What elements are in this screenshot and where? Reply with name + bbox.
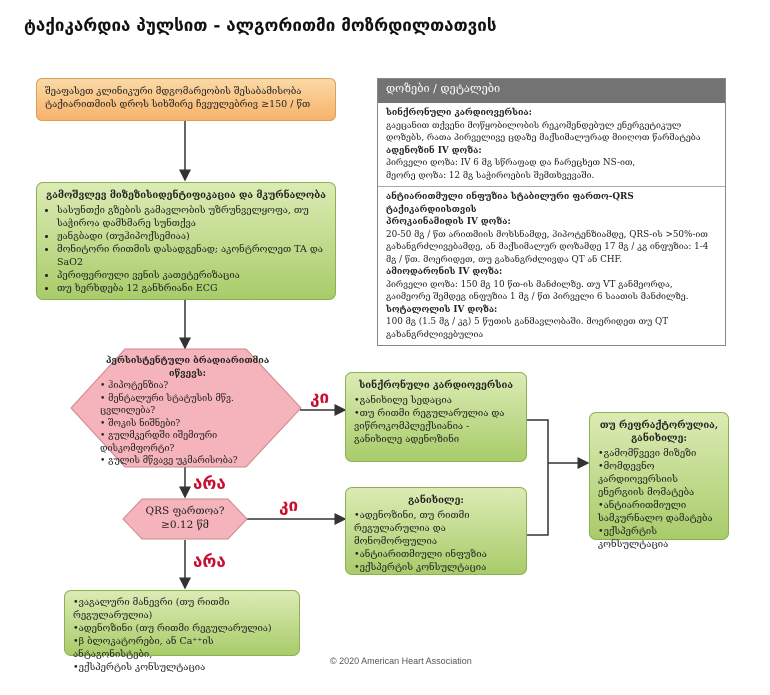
- dose-text: 100 მგ (1.5 მგ / კგ) 5 წუთის განმავლობაშ…: [386, 317, 669, 340]
- dose-text: გაეცანით თქვენი მოწყობილობის რეკომენდებუ…: [386, 120, 701, 144]
- vagal-item: •ადენოზინი (თუ რითმი რეგულარულია): [73, 623, 272, 634]
- vagal-item: •β ბლოკატორები, ან Ca⁺⁺ის ანტაგონისტები,: [73, 636, 214, 660]
- vagal-box: •ვაგალური მანევრი (თუ რითმი რეგულარულია)…: [64, 590, 300, 673]
- dose-title: ამიოდარონის IV დოზა:: [386, 267, 503, 277]
- vagal-item: •ვაგალური მანევრი (თუ რითმი რეგულარულია): [73, 597, 230, 621]
- dose-title: პროკაინამიდის IV დოზა:: [386, 217, 511, 227]
- dose-text: მეორე დოზა: 12 მგ საჭიროების შემთხვევაში…: [386, 170, 595, 181]
- no-label-2: არა: [193, 552, 226, 572]
- identify-item: თუ ხერხდება 12 განხრიანი ECG: [57, 282, 327, 295]
- refractory-box: თუ რეფრაქტორულია, განიხილე: •გამომწვევი …: [589, 412, 729, 550]
- vagal-item: •ექსპერტის კონსულტაცია: [73, 662, 206, 673]
- assess-box: შეაფასეთ კლინიკური მდგომარეობის შესაბამი…: [36, 78, 336, 121]
- refractory-item: •ექსპერტის კონსულტაცია: [598, 526, 669, 550]
- assess-line-2: ტაქიარითმიის დროს სიხშირე ჩვეულებრივ ≥15…: [45, 99, 311, 110]
- yes-label-2: კი: [279, 496, 299, 516]
- dose-title: სოტალოლის IV დოზა:: [386, 304, 498, 315]
- doses-sync-section: სინქრონული კარდიოვერსია: გაეცანით თქვენი…: [378, 103, 725, 187]
- sync-item: •თუ რითმი რეგულარულია და ვიწროკომპლექსია…: [354, 408, 505, 445]
- persistent-text: პერსისტენტული ბრადიარითმია იწვევს: • ჰიპ…: [100, 355, 275, 468]
- qrs-question: QRS ფართოა?: [145, 505, 225, 517]
- persistent-item: • გულის მწვავე უკმარისობა?: [100, 456, 238, 466]
- persistent-heading: პერსისტენტული ბრადიარითმია იწვევს:: [105, 356, 270, 379]
- identify-treat-box: გამოშვლევ მიზეზისიდენტიფიკაცია და მკურნა…: [36, 182, 336, 300]
- page-title: ტაქიკარდია პულსით - ალგორითმი მოზრდილთათ…: [24, 16, 497, 36]
- dose-text: პირველი დოზა: IV 6 მგ სწრაფად და ჩარეცხე…: [386, 158, 636, 168]
- identify-item: მონიტორი რითმის დასადგენად; აკონტროლეთ T…: [57, 243, 327, 269]
- consider-item: •ადენოზინი, თუ რითმი რეგულარულია და მონო…: [354, 510, 470, 547]
- refractory-item: •მომდევნო კარდიოვერსიის ენერგიის მომატებ…: [598, 461, 695, 498]
- refractory-heading: თუ რეფრაქტორულია, განიხილე:: [599, 420, 719, 444]
- consider-heading: განიხილე:: [408, 495, 464, 506]
- qrs-text: QRS ფართოა? ≥0.12 წმ: [122, 504, 248, 532]
- persistent-item: • ჰიპოტენზია?: [100, 381, 169, 391]
- refractory-item: •ანტიარითმიული სამკურნალო დამატება: [598, 500, 713, 524]
- persistent-item: • მენტალური სტატუსის მწვ. ცვლილება?: [100, 393, 234, 417]
- dose-text: პირველი დოზა: 150 მგ 10 წთ-ის მანძილზე. …: [386, 279, 689, 303]
- identify-item: პერიფერიული ვენის კათეტერიზაცია: [57, 269, 327, 282]
- dose-title: ანტიარითმული ინფუზია სტაბილური ფართო-QRS…: [386, 192, 634, 215]
- identify-item: ჟანგბადი (თუჰიპოქსემიაა): [57, 230, 327, 243]
- persistent-hexagon: [70, 348, 302, 468]
- sync-cardioversion-box: სინქრონული კარდიოვერსია •განიხილე სედაცი…: [345, 372, 527, 462]
- consider-box: განიხილე: •ადენოზინი, თუ რითმი რეგულარულ…: [345, 487, 527, 575]
- doses-header: დოზები / დეტალები: [378, 79, 725, 103]
- refractory-item: •გამომწვევი მიზეზი: [598, 448, 697, 459]
- sync-item: •განიხილე სედაცია: [354, 395, 452, 406]
- dose-title: სინქრონული კარდიოვერსია:: [386, 108, 532, 118]
- copyright: © 2020 American Heart Association: [330, 656, 472, 666]
- persistent-item: • შოკის ნიშნები?: [100, 418, 181, 429]
- consider-item: •ანტიარითმიული ინფუზია: [354, 549, 487, 560]
- persistent-item: • გულმკერდში იშემიური დისკომფორტი?: [100, 431, 218, 454]
- qrs-threshold: ≥0.12 წმ: [161, 519, 209, 531]
- doses-infusion-section: ანტიარითმული ინფუზია სტაბილური ფართო-QRS…: [378, 187, 725, 345]
- consider-item: •ექსპერტის კონსულტაცია: [354, 562, 487, 573]
- sync-heading: სინქრონული კარდიოვერსია: [358, 380, 514, 391]
- doses-panel: დოზები / დეტალები სინქრონული კარდიოვერსი…: [377, 78, 726, 346]
- assess-line-1: შეაფასეთ კლინიკური მდგომარეობის შესაბამი…: [45, 86, 302, 97]
- dose-text: 20-50 მგ / წთ არითმიის მოხსნამდე, ჰიპოტე…: [386, 229, 709, 265]
- identify-heading: გამოშვლევ მიზეზისიდენტიფიკაცია და მკურნა…: [46, 190, 326, 201]
- identify-item: სასუნთქი გზების გამავლობის უზრუნველყოფა,…: [57, 204, 327, 230]
- yes-label-1: კი: [310, 388, 330, 408]
- no-label-1: არა: [193, 474, 226, 494]
- dose-title: ადენოზინ IV დოზა:: [386, 145, 482, 156]
- qrs-hexagon: [122, 498, 248, 540]
